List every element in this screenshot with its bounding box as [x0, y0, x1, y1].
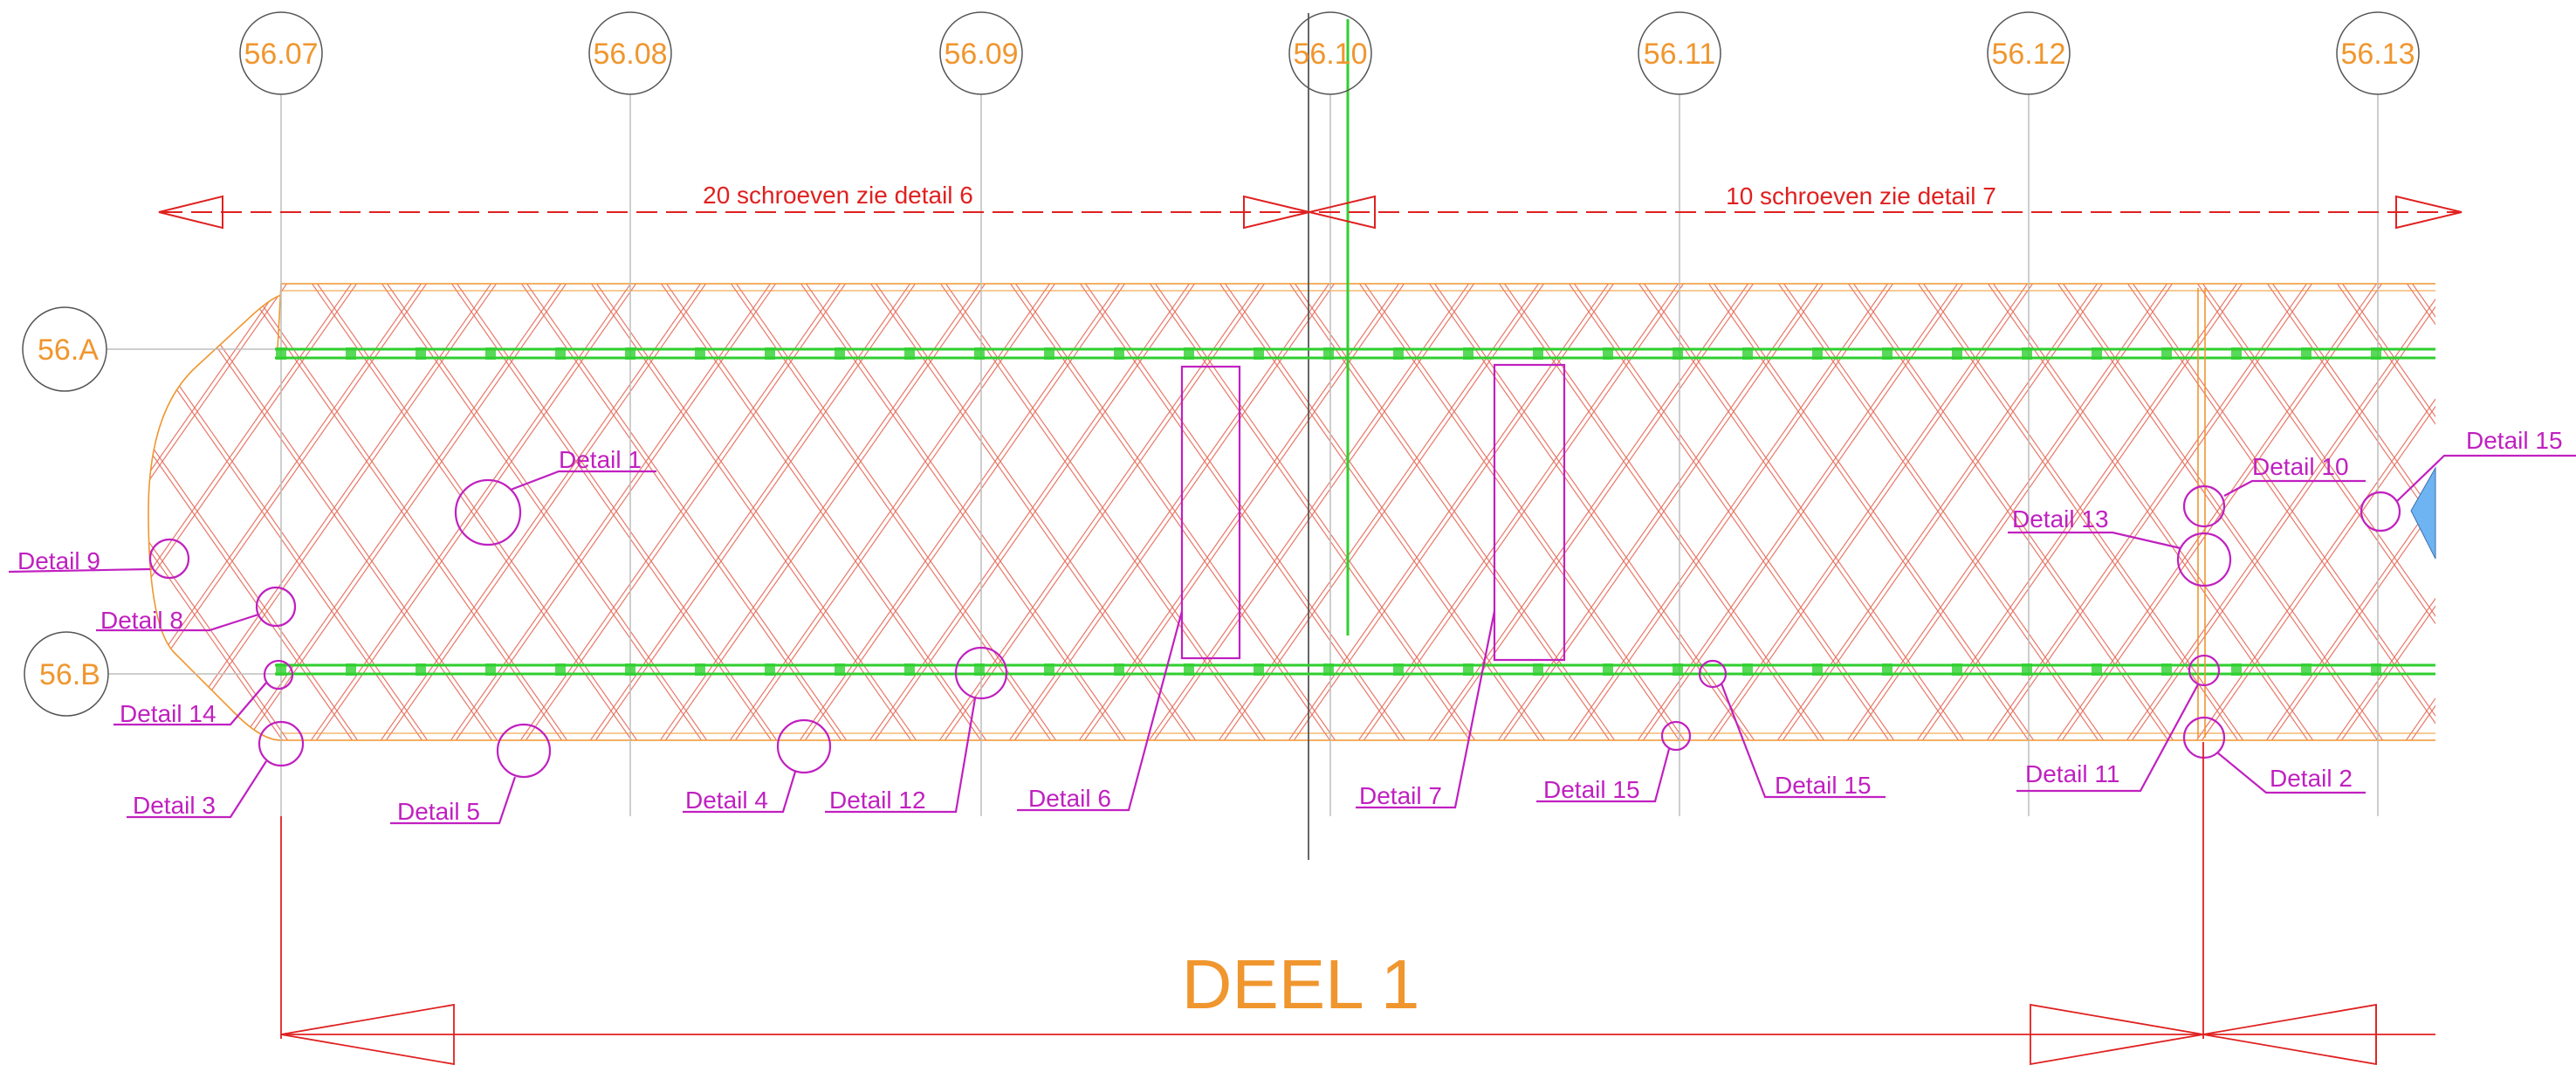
column-bubble-56.12: 56.12 [1987, 11, 2071, 95]
column-bubble-56.11: 56.11 [1638, 11, 1721, 95]
column-label: 56.13 [2340, 38, 2415, 71]
part-title: DEEL 1 [1182, 945, 1420, 1023]
detail-label-15-middle: Detail 15 [1775, 772, 1872, 799]
detail-label-6: Detail 6 [1028, 785, 1111, 812]
column-bubble-56.07: 56.07 [239, 11, 323, 95]
grid-lines [105, 94, 2379, 816]
screw-label-left: 20 schroeven zie detail 6 [703, 182, 973, 209]
row-bubble-56.B: 56.B [24, 631, 109, 717]
column-bubble-56.09: 56.09 [939, 11, 1023, 95]
detail-label-9: Detail 9 [17, 547, 100, 574]
column-label: 56.12 [1991, 38, 2065, 71]
screw-label-right: 10 schroeven zie detail 7 [1726, 182, 1996, 210]
diagrid-lattice [148, 283, 2435, 741]
highlighted-panel [2410, 466, 2436, 560]
column-bubble-56.13: 56.13 [2336, 11, 2420, 95]
beam-nodes [276, 347, 2381, 676]
detail-label-3: Detail 3 [133, 792, 216, 819]
detail-label-2: Detail 2 [2270, 765, 2353, 792]
column-bubble-56.10: 56.10 [1288, 11, 1372, 95]
column-label: 56.11 [1644, 38, 1716, 71]
row-bubble-56.A: 56.A [22, 306, 107, 392]
detail-label-5: Detail 5 [397, 798, 480, 825]
detail-label-11: Detail 11 [2025, 760, 2119, 787]
detail-label-8: Detail 8 [100, 607, 183, 634]
detail-label-7: Detail 7 [1359, 782, 1442, 809]
detail-label-12: Detail 12 [829, 787, 926, 814]
detail-label-4: Detail 4 [685, 787, 768, 814]
detail-label-15-right: Detail 15 [2466, 427, 2563, 454]
column-label: 56.09 [944, 38, 1018, 71]
row-label: 56.A [38, 333, 99, 367]
detail-callouts [8, 363, 2576, 825]
detail-label-15-bottom: Detail 15 [1543, 776, 1640, 803]
column-label: 56.10 [1293, 38, 1367, 71]
row-label: 56.B [39, 658, 100, 691]
panel-joint [2197, 288, 2206, 738]
detail-label-14: Detail 14 [120, 700, 216, 727]
detail-label-10: Detail 10 [2252, 453, 2349, 480]
part-dimension [280, 742, 2435, 1065]
screw-dimension [158, 195, 2463, 230]
detail-label-13: Detail 13 [2012, 505, 2109, 532]
column-label: 56.07 [244, 38, 318, 71]
column-bubble-56.08: 56.08 [588, 11, 672, 95]
detail-label-1: Detail 1 [559, 446, 642, 473]
column-label: 56.08 [593, 38, 667, 71]
